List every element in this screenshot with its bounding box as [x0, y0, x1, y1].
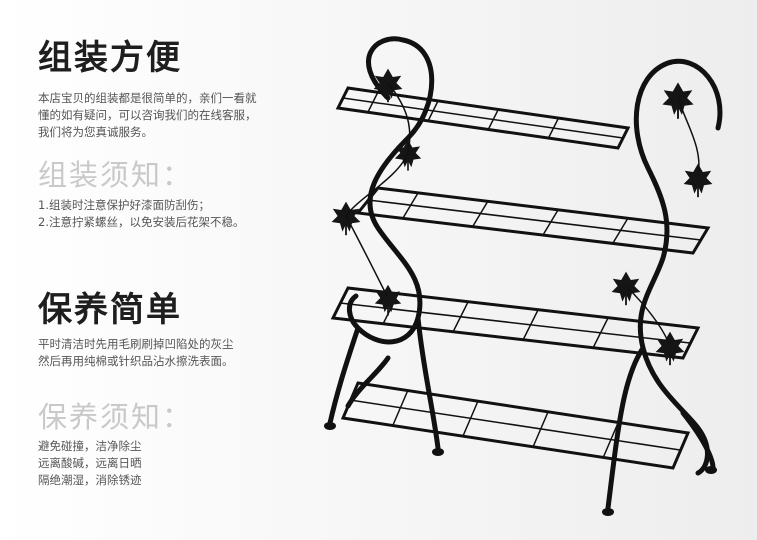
shelf-tier-3: [330, 286, 701, 360]
assembly-notes-text: 1.组装时注意保护好漆面防刮伤； 2.注意拧紧螺丝，以免安装后花架不稳。: [38, 197, 244, 231]
shelves: [330, 86, 711, 470]
assembly-easy-text: 本店宝贝的组装都是很简单的，亲们一看就 懂的如有疑问，可以咨询我们的在线客服， …: [38, 90, 257, 141]
assembly-easy-line: 懂的如有疑问，可以咨询我们的在线客服，: [38, 108, 257, 122]
maintenance-easy-line: 平时清洁时先用毛刷刷掉凹陷处的灰尘: [38, 337, 234, 351]
maintenance-easy-line: 然后再用纯棉或针织品沾水擦洗表面。: [38, 354, 234, 368]
assembly-notes-line: 2.注意拧紧螺丝，以免安装后花架不稳。: [38, 215, 245, 229]
frame-right-scroll: [605, 58, 723, 511]
assembly-easy-title: 组装方便: [38, 38, 182, 78]
maintenance-notes-line: 避免碰撞，洁净除尘: [38, 439, 142, 453]
shoe-rack-product-image: [324, 36, 723, 516]
rack-feet: [324, 422, 717, 516]
shelf-tier-4: [340, 381, 691, 470]
maintenance-notes-title: 保养须知：: [38, 400, 194, 434]
assembly-notes-title: 组装须知：: [38, 158, 194, 192]
maintenance-easy-text: 平时清洁时先用毛刷刷掉凹陷处的灰尘 然后再用纯棉或针织品沾水擦洗表面。: [38, 336, 234, 370]
maintenance-notes-line: 隔绝潮湿，消除锈迹: [38, 473, 142, 487]
assembly-notes-line: 1.组装时注意保护好漆面防刮伤；: [38, 198, 210, 212]
shelf-tier-2: [355, 186, 711, 255]
maintenance-notes-text: 避免碰撞，洁净除尘 远离酸碱，远离日晒 隔绝潮湿，消除锈迹: [38, 438, 142, 489]
assembly-easy-line: 本店宝贝的组装都是很简单的，亲们一看就: [38, 91, 257, 105]
maintenance-notes-line: 远离酸碱，远离日晒: [38, 456, 142, 470]
assembly-easy-line: 我们将为您真诚服务。: [38, 125, 153, 139]
leaf-vines: [345, 82, 700, 347]
maintenance-easy-title: 保养简单: [38, 290, 182, 330]
shelf-tier-1: [335, 86, 631, 150]
